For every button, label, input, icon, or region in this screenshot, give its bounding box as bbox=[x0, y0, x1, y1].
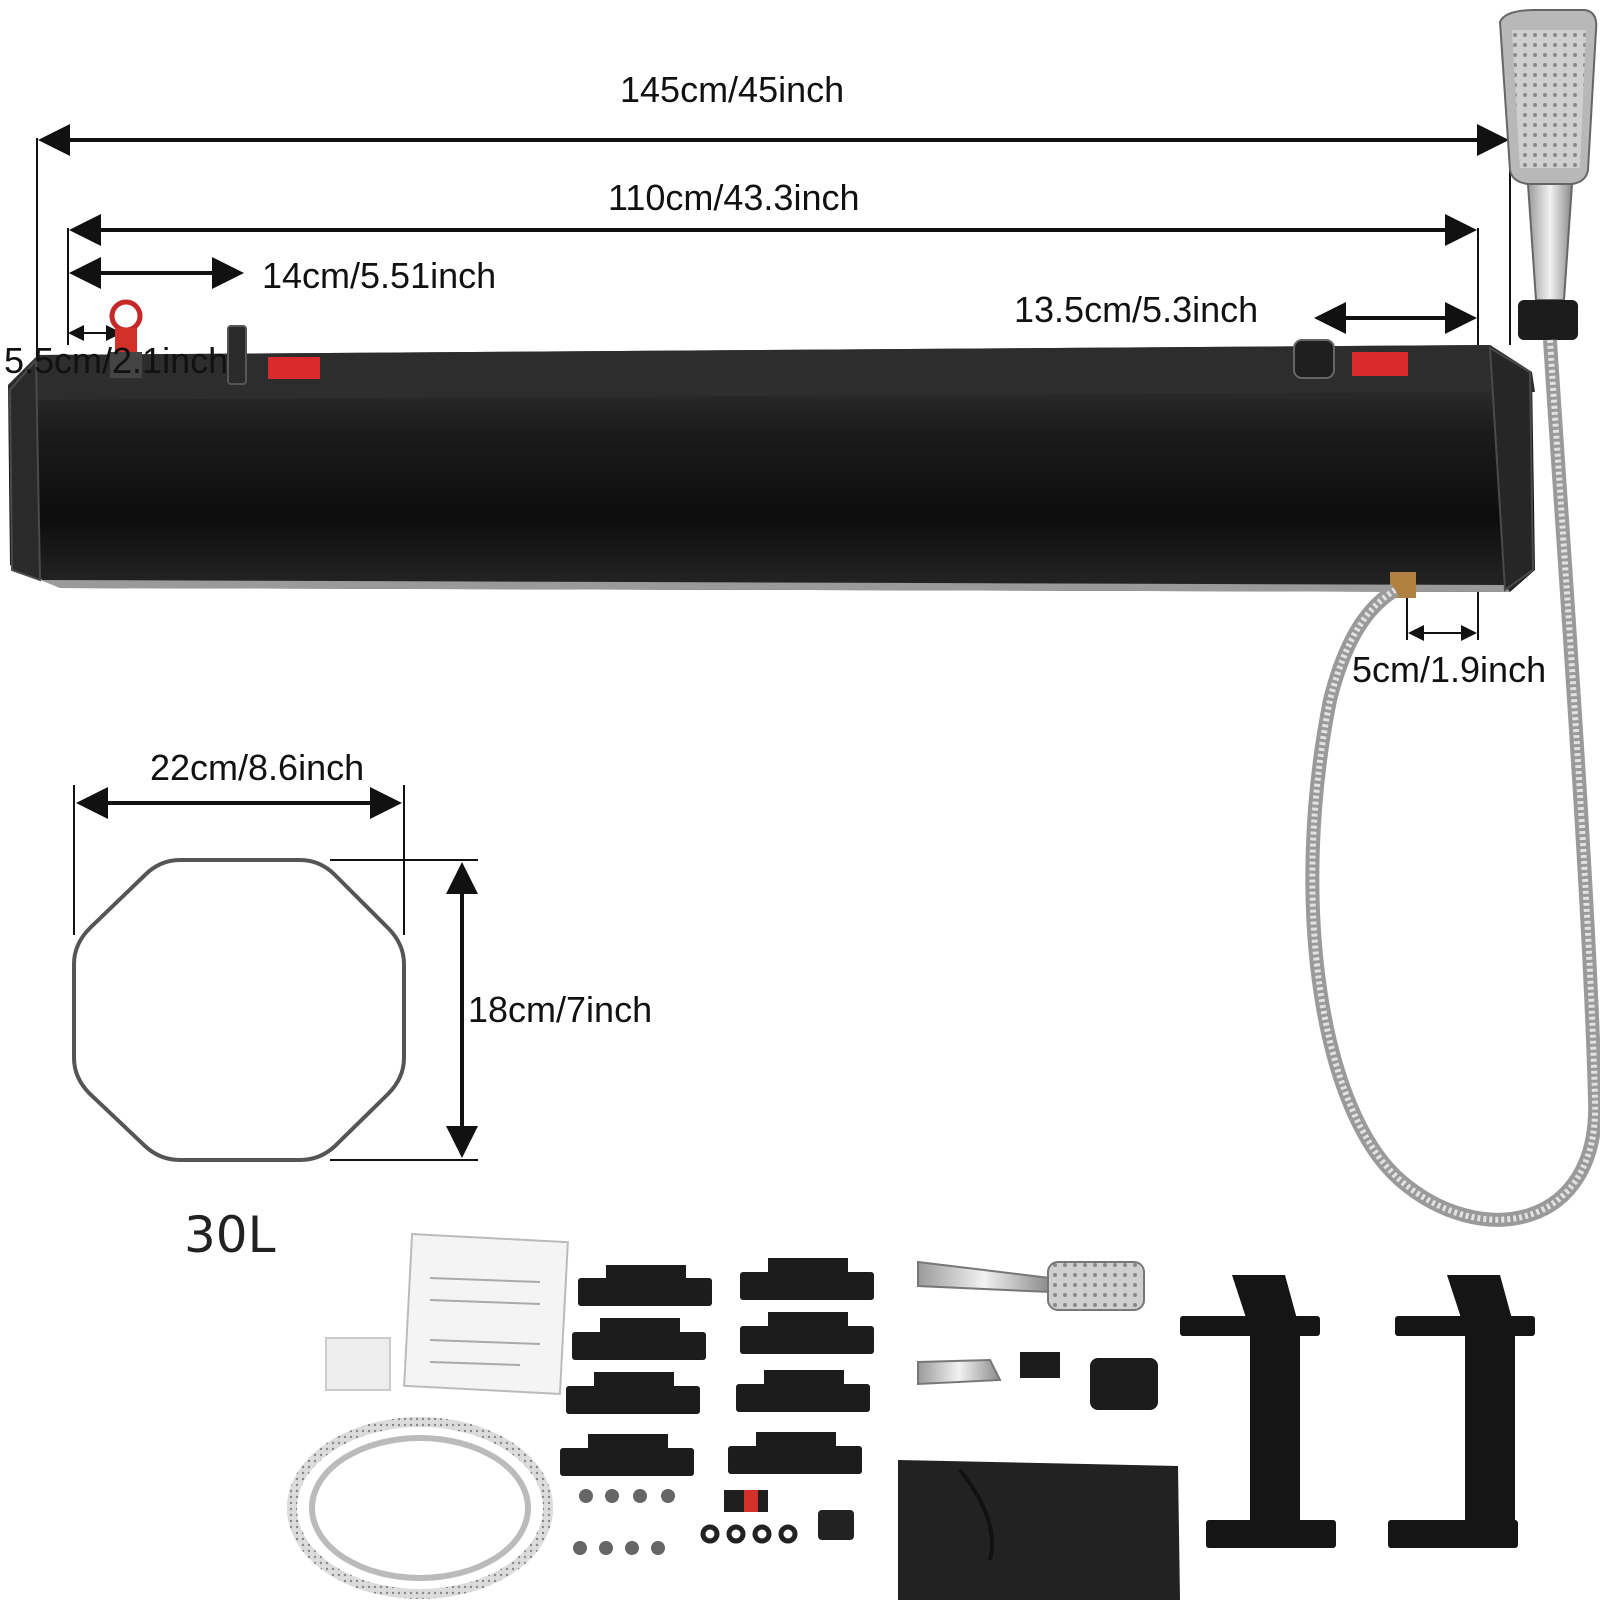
bag-icon bbox=[898, 1460, 1180, 1600]
octagon-shape bbox=[72, 858, 406, 1162]
manual-icon bbox=[325, 1232, 569, 1396]
large-bracket-left bbox=[1180, 1275, 1336, 1548]
shower-head-icon bbox=[1498, 9, 1598, 340]
adapter-part bbox=[818, 1510, 854, 1540]
warning-label-left bbox=[268, 357, 320, 379]
accessories bbox=[287, 1232, 1535, 1600]
bracket-icon-set bbox=[560, 1258, 874, 1476]
dimension-lines bbox=[36, 124, 1511, 641]
hand-shower-icon bbox=[917, 1260, 1158, 1410]
capacity-label: 30L bbox=[184, 1206, 276, 1264]
vent-pipe bbox=[227, 325, 247, 385]
large-bracket-right bbox=[1388, 1275, 1535, 1548]
right-offset-label: 13.5cm/5.3inch bbox=[1014, 289, 1259, 330]
warning-label-right bbox=[1352, 352, 1408, 376]
valve-offset-label: 14cm/5.51inch bbox=[262, 255, 497, 296]
tank-length-label: 110cm/43.3inch bbox=[608, 177, 860, 218]
screws bbox=[573, 1489, 675, 1555]
end-cap-label: 5.5cm/2.1inch bbox=[4, 340, 229, 381]
coiled-hose-icon bbox=[287, 1417, 553, 1599]
fill-cap bbox=[1293, 339, 1335, 379]
outlet-offset-label: 5cm/1.9inch bbox=[1352, 649, 1547, 690]
washers bbox=[700, 1524, 798, 1544]
height-label: 18cm/7inch bbox=[468, 989, 653, 1030]
tank bbox=[8, 299, 1535, 598]
cross-section bbox=[72, 785, 478, 1162]
total-length-label: 145cm/45inch bbox=[620, 69, 845, 110]
valve-icon bbox=[109, 299, 143, 378]
width-label: 22cm/8.6inch bbox=[150, 747, 365, 788]
